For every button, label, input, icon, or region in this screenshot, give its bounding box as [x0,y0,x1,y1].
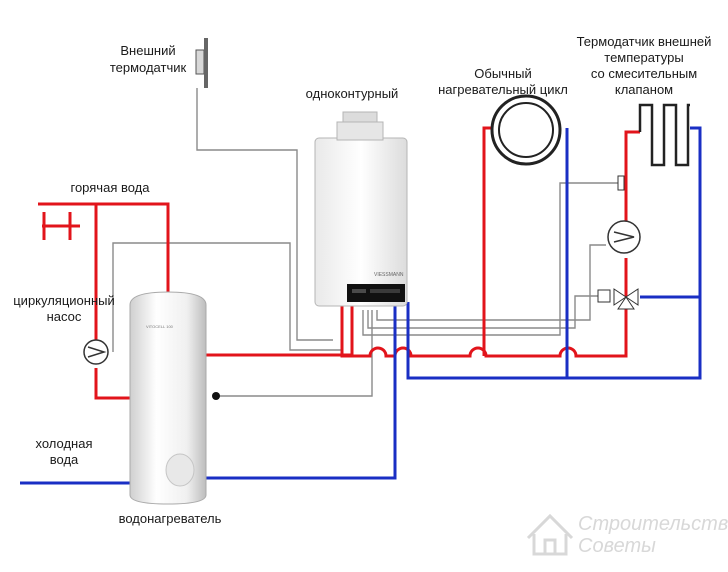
watermark-line-1: Строительство [578,513,728,535]
boiler: VIESSMANN [314,111,408,307]
watermark: Строительство Советы [526,513,728,557]
tank-sensor-dot [212,392,220,400]
label-heating-circuit-2: нагревательный цикл [438,82,568,97]
cold-pipes [20,126,702,485]
boiler-logo: VIESSMANN [374,272,404,278]
label-cold-water-2: вода [50,452,79,467]
signal-wires [112,88,620,397]
mixing-valve [597,288,639,310]
label-circ-pump-2: насос [47,309,82,324]
label-mixing-sensor-3: со смесительным [591,66,697,81]
external-sensor [195,38,208,88]
hot-pipes [38,126,640,400]
watermark-line-2: Советы [578,535,656,557]
tank-brand: VITOCELL 100 [146,324,174,329]
label-external-sensor-1: Внешний [120,43,175,58]
label-boiler: одноконтурный [306,86,399,101]
label-circ-pump-1: циркуляционный [13,293,115,308]
label-heating-circuit-1: Обычный [474,66,531,81]
mixing-sensor [617,175,625,191]
label-external-sensor-2: термодатчик [110,60,187,75]
radiator-loop [490,94,562,166]
label-mixing-sensor-2: температуры [604,50,683,65]
water-heater-tank: VITOCELL 100 [129,291,207,505]
label-cold-water-1: холодная [35,436,92,451]
label-mixing-sensor-1: Термодатчик внешней [577,34,712,49]
circulation-pump [83,339,109,365]
house-logo-icon [526,513,574,556]
heating-coil [638,103,690,167]
mixing-pump [607,220,641,254]
label-water-heater: водонагреватель [119,511,222,526]
label-hot-water: горячая вода [71,180,151,195]
label-mixing-sensor-4: клапаном [615,82,673,97]
